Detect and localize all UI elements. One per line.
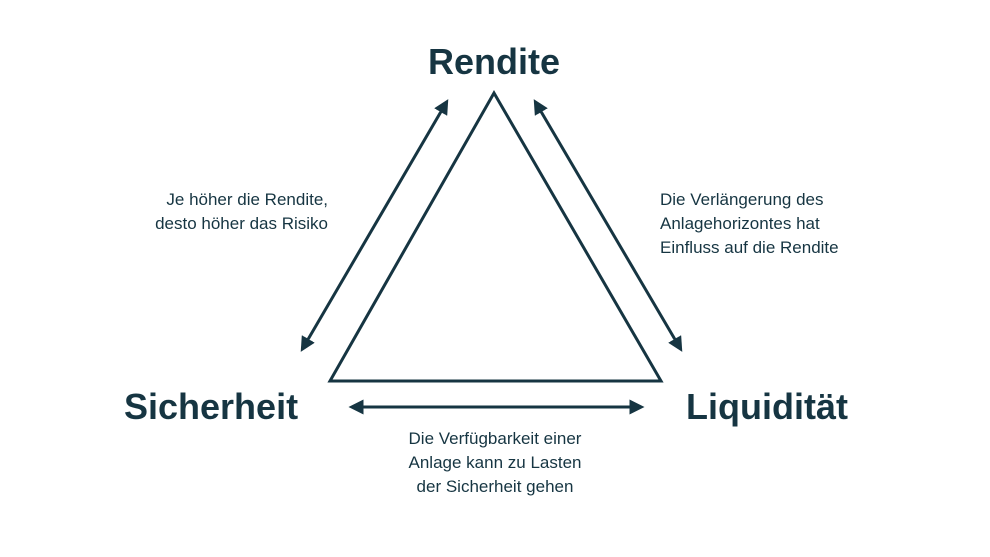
note-right-line: Einfluss auf die Rendite (660, 238, 839, 257)
arrow-sicherheit-rendite (300, 99, 449, 352)
arrow-rendite-liquiditaet (533, 99, 683, 352)
note-left-edge: Je höher die Rendite, desto höher das Ri… (155, 188, 328, 236)
note-left-line: Je höher die Rendite, (166, 190, 328, 209)
note-bottom-edge: Die Verfügbarkeit einer Anlage kann zu L… (409, 427, 582, 499)
note-right-line: Die Verlängerung des (660, 190, 824, 209)
note-bottom-line: Die Verfügbarkeit einer (408, 429, 582, 448)
note-bottom-line: Anlage kann zu Lasten (408, 453, 582, 472)
note-left-line: desto höher das Risiko (155, 214, 328, 233)
corner-label-sicherheit: Sicherheit (124, 386, 299, 427)
corner-label-liquiditaet: Liquidität (686, 386, 848, 427)
note-right-line: Anlagehorizontes hat (660, 214, 820, 233)
note-bottom-line: der Sicherheit gehen (416, 477, 574, 496)
triangle-outline (327, 89, 664, 383)
corner-label-rendite: Rendite (427, 41, 561, 82)
note-right-edge: Die Verlängerung des Anlagehorizontes ha… (660, 188, 839, 260)
